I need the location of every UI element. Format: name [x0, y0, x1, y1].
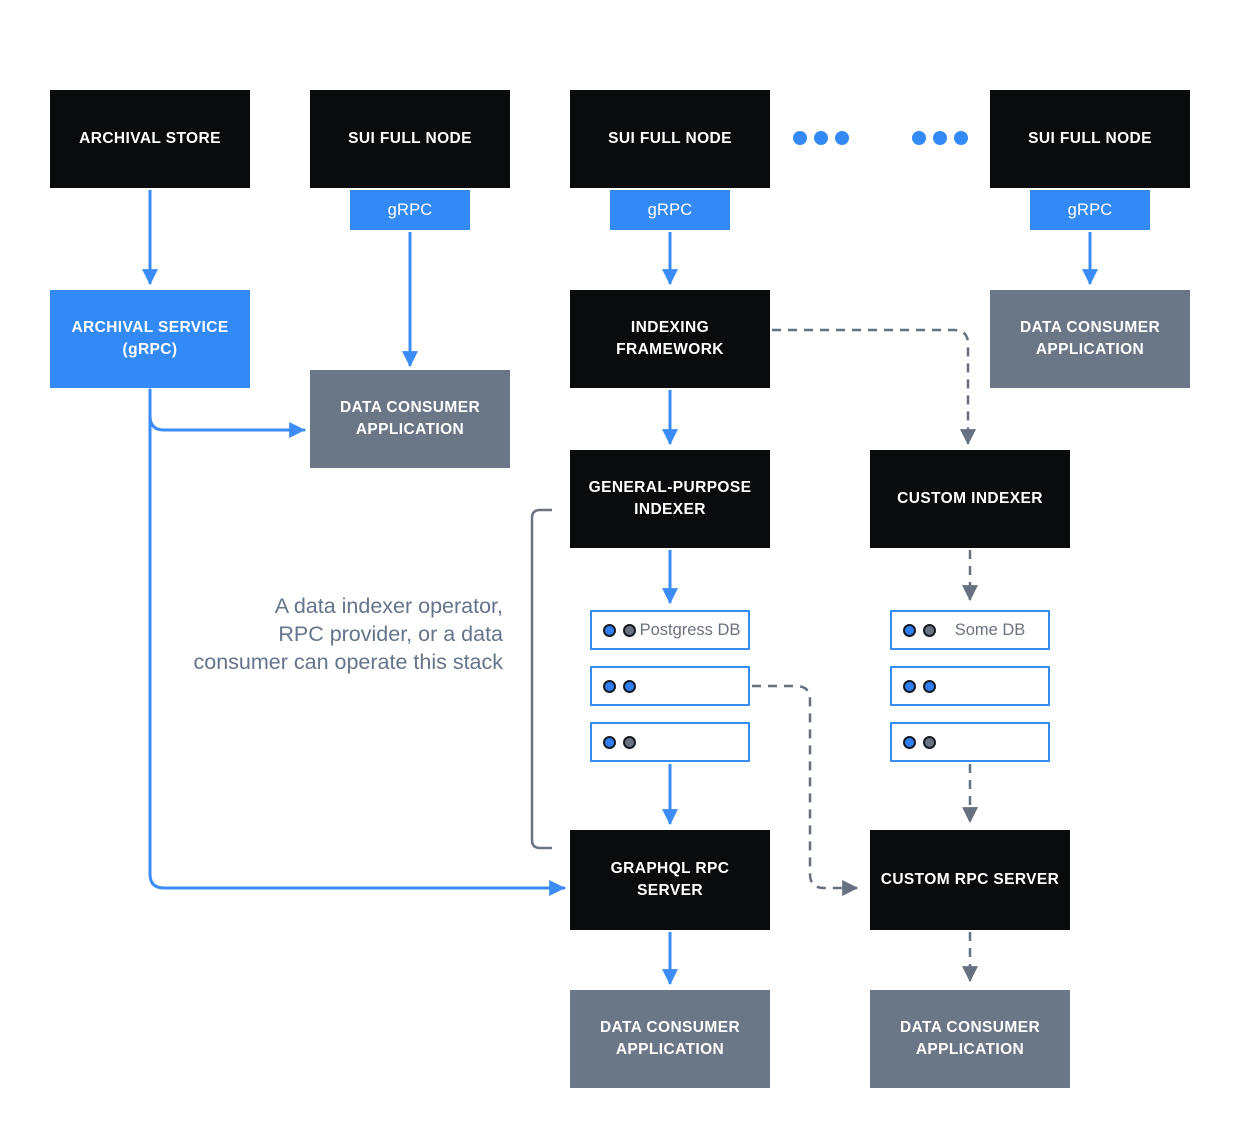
- grpc-tab-1: gRPC: [350, 190, 470, 230]
- node-data-consumer-right-top: DATA CONSUMER APPLICATION: [990, 290, 1190, 388]
- node-data-consumer-left: DATA CONSUMER APPLICATION: [310, 370, 510, 468]
- db-dot-icon: [623, 735, 636, 749]
- db-row-some-db: Some DB: [890, 610, 1050, 650]
- stack-annotation-text: A data indexer operator, RPC provider, o…: [193, 594, 503, 674]
- node-label: SUI FULL NODE: [348, 130, 472, 147]
- db-dot-icon: [623, 623, 636, 637]
- node-data-consumer-bottom-right: DATA CONSUMER APPLICATION: [870, 990, 1070, 1088]
- node-label: CUSTOM INDEXER: [897, 490, 1043, 507]
- grpc-label: gRPC: [1067, 200, 1113, 219]
- node-label: ARCHIVAL STORE: [79, 130, 221, 147]
- node-data-consumer-bottom-left: DATA CONSUMER APPLICATION: [570, 990, 770, 1088]
- db-label: Postgress DB: [639, 620, 741, 639]
- node-label: INDEXING FRAMEWORK: [616, 319, 724, 358]
- node-archival-service: ARCHIVAL SERVICE (gRPC): [50, 290, 250, 388]
- grpc-label: gRPC: [647, 200, 693, 219]
- grpc-tab-3: gRPC: [1030, 190, 1150, 230]
- node-sui-full-node-3: SUI FULL NODE: [990, 90, 1190, 188]
- db-row: [590, 722, 750, 762]
- ellipsis-dots: [793, 131, 968, 145]
- db-dot-icon: [923, 679, 936, 693]
- node-label: DATA CONSUMER APPLICATION: [339, 399, 481, 438]
- db-row-postgress: Postgress DB: [590, 610, 750, 650]
- node-label: GENERAL-PURPOSE INDEXER: [588, 479, 752, 518]
- node-sui-full-node-1: SUI FULL NODE: [310, 90, 510, 188]
- db-row: [890, 666, 1050, 706]
- dashed-arrow-indexing-framework-to-custom-indexer: [772, 328, 976, 446]
- node-label: SUI FULL NODE: [608, 130, 732, 147]
- node-custom-indexer: CUSTOM INDEXER: [870, 450, 1070, 548]
- grpc-tab-2: gRPC: [610, 190, 730, 230]
- db-dot-icon: [603, 623, 616, 637]
- db-dot-icon: [603, 679, 616, 693]
- node-label: GRAPHQL RPC SERVER: [610, 860, 730, 899]
- node-general-purpose-indexer: GENERAL-PURPOSE INDEXER: [570, 450, 770, 548]
- db-dot-icon: [623, 679, 636, 693]
- stack-bracket: [530, 508, 552, 850]
- grpc-label: gRPC: [387, 200, 433, 219]
- node-indexing-framework: INDEXING FRAMEWORK: [570, 290, 770, 388]
- node-sui-full-node-2: SUI FULL NODE: [570, 90, 770, 188]
- db-dot-icon: [903, 623, 916, 637]
- db-dot-icon: [603, 735, 616, 749]
- node-label: DATA CONSUMER APPLICATION: [1019, 319, 1161, 358]
- node-label: DATA CONSUMER APPLICATION: [599, 1019, 741, 1058]
- node-label: DATA CONSUMER APPLICATION: [899, 1019, 1041, 1058]
- node-label: SUI FULL NODE: [1028, 130, 1152, 147]
- node-label: CUSTOM RPC SERVER: [880, 871, 1060, 888]
- db-row: [890, 722, 1050, 762]
- arrow-archival-service-to-data-consumer-left: [148, 388, 306, 438]
- db-dot-icon: [903, 735, 916, 749]
- db-row: [590, 666, 750, 706]
- db-dot-icon: [923, 623, 936, 637]
- node-graphql-rpc-server: GRAPHQL RPC SERVER: [570, 830, 770, 930]
- node-custom-rpc-server: CUSTOM RPC SERVER: [870, 830, 1070, 930]
- node-label: ARCHIVAL SERVICE (gRPC): [71, 319, 229, 358]
- db-dot-icon: [903, 679, 916, 693]
- node-archival-store: ARCHIVAL STORE: [50, 90, 250, 188]
- db-label: Some DB: [954, 620, 1026, 639]
- db-dot-icon: [923, 735, 936, 749]
